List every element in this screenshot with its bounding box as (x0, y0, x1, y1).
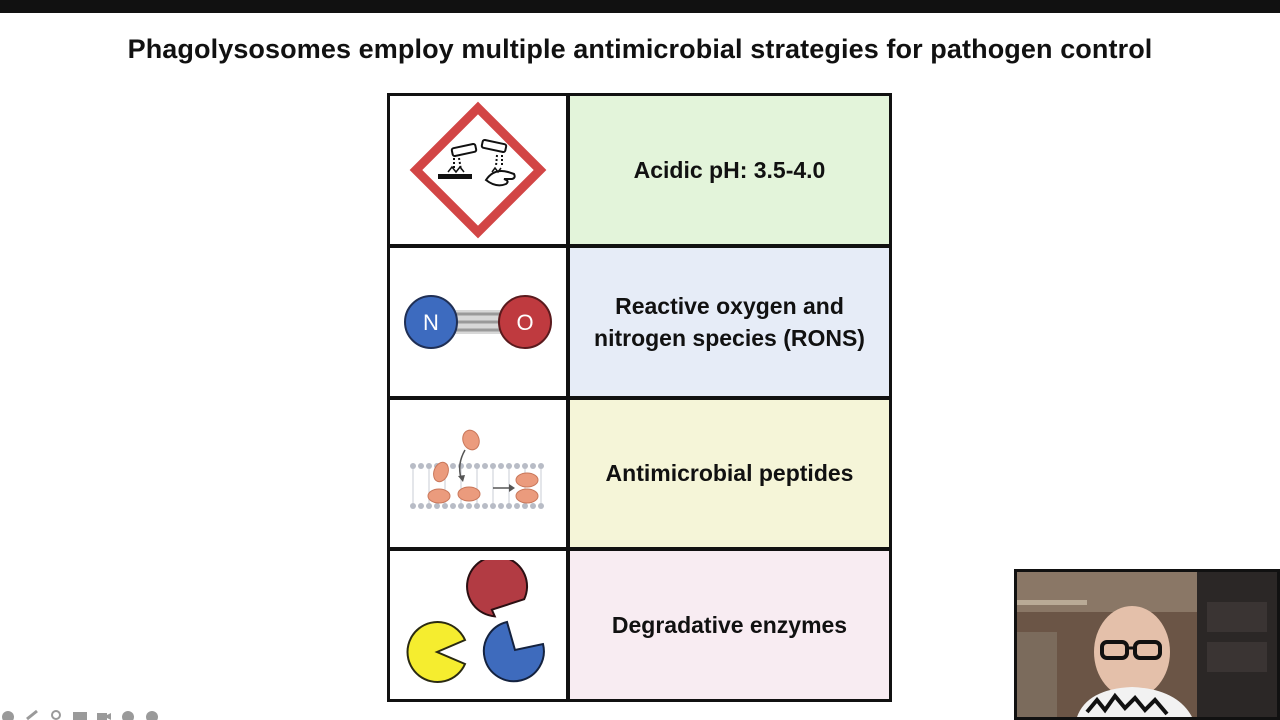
webcam-person-image (1017, 572, 1277, 717)
top-bar (0, 0, 1280, 13)
row-2-label: Reactive oxygen and nitrogen species (RO… (570, 247, 889, 396)
more-icon[interactable] (120, 709, 136, 720)
row-2-icon-cell: N O (390, 247, 566, 396)
row-3-icon-cell (390, 399, 566, 548)
row-4-icon-cell (390, 551, 566, 699)
row-3-label: Antimicrobial peptides (570, 399, 889, 548)
membrane-peptides-icon (410, 430, 544, 510)
enzymes-pacman-icon (406, 560, 545, 684)
pen-icon[interactable] (24, 709, 40, 720)
row-1-icon-cell (390, 96, 566, 244)
strategy-table: Acidic pH: 3.5-4.0 N O Reactive oxygen a… (387, 93, 892, 702)
oxygen-atom-label: O (516, 310, 533, 335)
play-icon[interactable] (0, 709, 16, 720)
cc-icon[interactable] (72, 709, 88, 720)
camera-icon[interactable] (96, 709, 112, 720)
row-1-label: Acidic pH: 3.5-4.0 (570, 96, 889, 244)
slide-title: Phagolysosomes employ multiple antimicro… (127, 34, 1153, 64)
video-controls (0, 709, 160, 720)
nitric-oxide-molecule-icon: N O (404, 294, 552, 349)
next-icon[interactable] (144, 709, 160, 720)
search-icon[interactable] (48, 709, 64, 720)
corrosive-hazard-icon (409, 101, 547, 239)
row-4-label: Degradative enzymes (570, 551, 889, 699)
nitrogen-atom-label: N (423, 310, 439, 335)
speaker-webcam (1014, 569, 1280, 720)
